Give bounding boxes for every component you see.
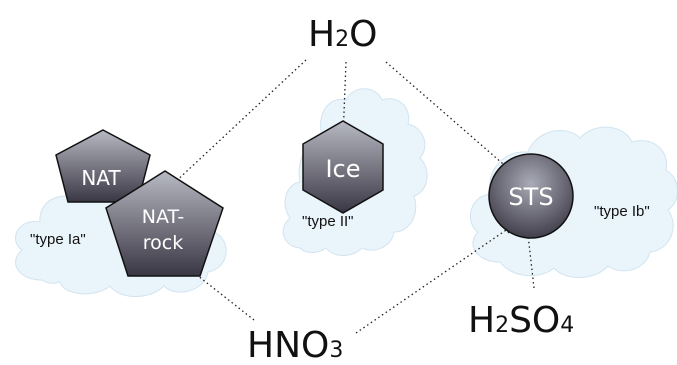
sts-particle: STS [488,153,574,239]
hno3-label: HNO3 [247,325,343,365]
ice-particle: Ice [302,120,384,214]
nat-rock-label-line2: rock [143,232,183,254]
nat-label: NAT [81,166,121,190]
line-h2so4-to-sts [523,224,535,289]
nat-particle: NAT [55,129,151,203]
cloud-type-ii-label: "type II" [302,213,354,230]
line-hno3-to-sts [355,224,514,334]
ice-label: Ice [325,155,360,183]
line-h2o-to-sts [385,61,512,172]
line-h2o-to-nat-rock [170,59,307,187]
cloud-type-ib-label: "type Ib" [594,203,650,220]
h2so4-label: H2SO4 [468,300,574,341]
cloud-type-ia-label: "type Ia" [30,231,86,248]
sts-label: STS [508,183,553,211]
line-hno3-to-nat-rock [186,266,255,321]
nat-rock-label-line1: NAT- [142,206,184,228]
h2o-label: H2O [308,14,377,55]
nat-rock-particle: NAT- rock [105,170,224,277]
